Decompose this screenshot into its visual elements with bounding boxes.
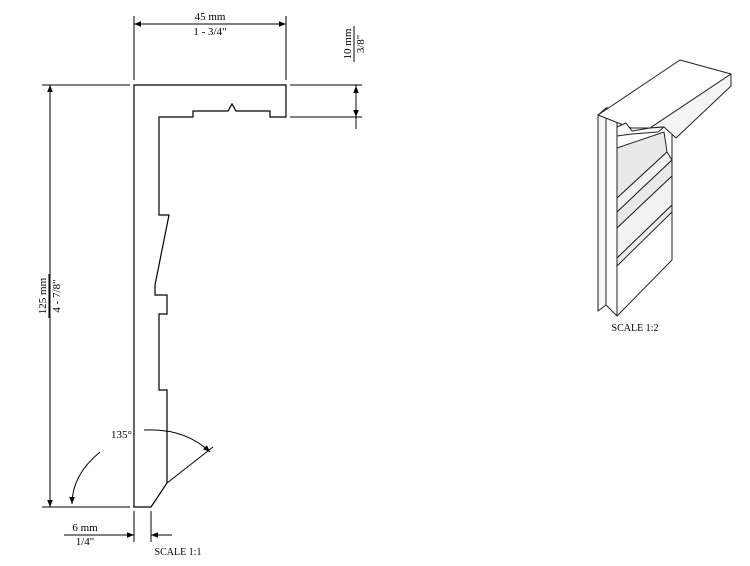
height-mm-label: 125 mm <box>37 277 49 314</box>
iso-groove-3 <box>616 204 673 267</box>
height-dimension: 125 mm 4 - 7/8" <box>37 84 130 508</box>
iso-side-face <box>597 107 607 312</box>
iso-front-edge <box>605 107 618 317</box>
width-mm-label: 45 mm <box>195 11 226 23</box>
bottom-dimension: 6 mm 1/4" <box>64 511 172 548</box>
moulding-profile-outline <box>133 84 287 508</box>
height-in-label: 4 - 7/8" <box>51 279 63 312</box>
angle-arc-left <box>69 451 101 505</box>
angle-dimension: 135° <box>69 429 211 505</box>
profile-view <box>133 84 287 508</box>
thickness-mm-label: 10 mm <box>342 28 354 59</box>
angle-arc-right <box>143 429 211 453</box>
iso-cap-underside <box>616 122 665 137</box>
thickness-in-label: 3/8" <box>355 35 367 54</box>
bottom-mm-label: 6 mm <box>72 522 98 534</box>
isometric-view <box>597 59 732 317</box>
width-in-label: 1 - 3/4" <box>193 26 226 38</box>
width-dimension: 45 mm 1 - 3/4" <box>133 11 287 80</box>
profile-scale-label: SCALE 1:1 <box>155 547 202 558</box>
bevel-extension-line <box>166 446 214 484</box>
angle-label: 135° <box>111 429 132 441</box>
iso-scale-label: SCALE 1:2 <box>612 323 659 334</box>
thickness-dimension: 10 mm 3/8" <box>290 26 367 129</box>
bottom-in-label: 1/4" <box>76 536 95 548</box>
